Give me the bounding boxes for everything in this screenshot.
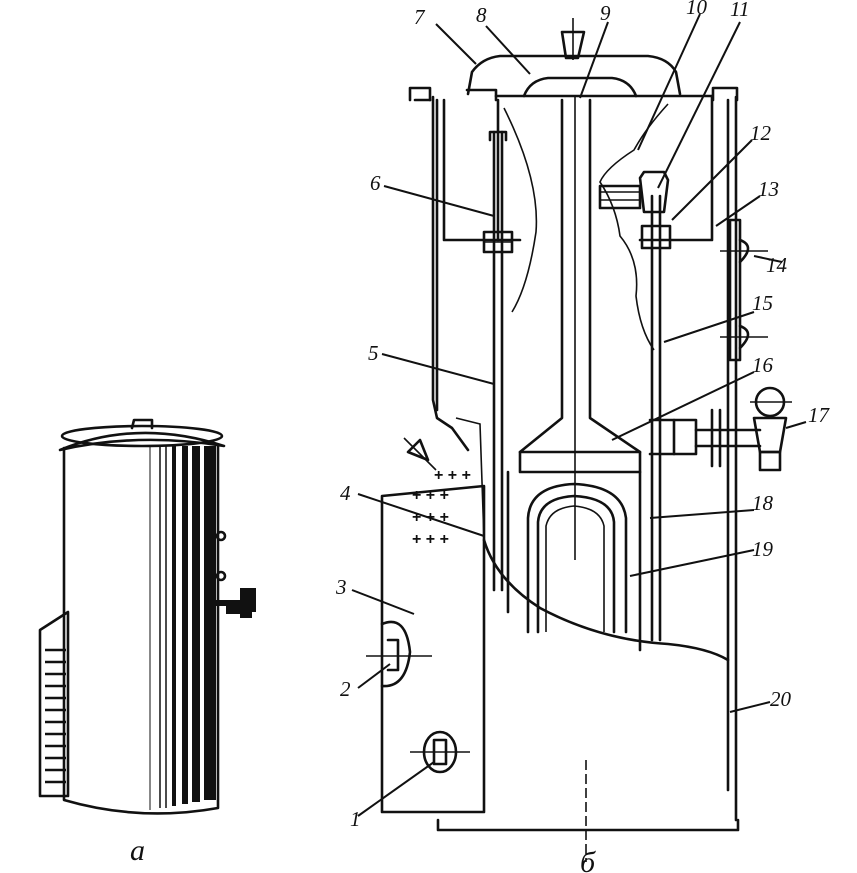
label-14: 14 bbox=[766, 253, 788, 277]
leader-lines bbox=[351, 13, 807, 817]
label-3: 3 bbox=[335, 575, 347, 599]
label-5: 5 bbox=[368, 341, 379, 365]
side-studs bbox=[720, 218, 768, 362]
label-8: 8 bbox=[476, 3, 487, 27]
central-column bbox=[518, 96, 642, 560]
side-terminal-box bbox=[38, 610, 70, 798]
label-19: 19 bbox=[752, 537, 774, 561]
label-6: 6 bbox=[370, 171, 381, 195]
label-20: 20 bbox=[770, 687, 792, 711]
label-10: 10 bbox=[686, 0, 708, 19]
lid-knob bbox=[130, 418, 154, 430]
outer-casing bbox=[408, 86, 739, 822]
boiler-exterior-view: а bbox=[38, 418, 256, 867]
label-13: 13 bbox=[758, 177, 779, 201]
vent-cap bbox=[403, 437, 437, 471]
svg-text:+ + +: + + + bbox=[412, 531, 449, 548]
faucet-tap bbox=[214, 588, 256, 618]
cut-marks: + + + + + + + + + + + + bbox=[412, 467, 471, 548]
label-4: 4 bbox=[340, 481, 351, 505]
label-11: 11 bbox=[730, 0, 749, 21]
label-17: 17 bbox=[808, 403, 831, 427]
svg-text:+ + +: + + + bbox=[412, 487, 449, 504]
heating-element bbox=[506, 470, 642, 652]
svg-text:+ + +: + + + bbox=[434, 467, 471, 484]
panel-indicator bbox=[410, 730, 470, 774]
label-15: 15 bbox=[752, 291, 773, 315]
tap-assembly bbox=[648, 386, 792, 472]
panel-switch bbox=[366, 620, 432, 688]
part-labels: 1 2 3 4 5 6 7 8 9 10 11 12 13 14 15 16 1… bbox=[335, 0, 831, 831]
label-7: 7 bbox=[414, 5, 426, 29]
cylinder-shading bbox=[149, 446, 216, 810]
label-1: 1 bbox=[350, 807, 361, 831]
caption-b: б bbox=[580, 846, 596, 873]
label-2: 2 bbox=[340, 677, 351, 701]
label-12: 12 bbox=[750, 121, 772, 145]
label-18: 18 bbox=[752, 491, 774, 515]
label-9: 9 bbox=[600, 1, 611, 25]
caption-a: а bbox=[130, 834, 145, 867]
lid bbox=[466, 54, 682, 96]
label-16: 16 bbox=[752, 353, 774, 377]
front-panel bbox=[380, 484, 486, 814]
boiler-section-view: + + + + + + + + + + + + bbox=[335, 0, 831, 873]
left-rod bbox=[482, 130, 514, 592]
